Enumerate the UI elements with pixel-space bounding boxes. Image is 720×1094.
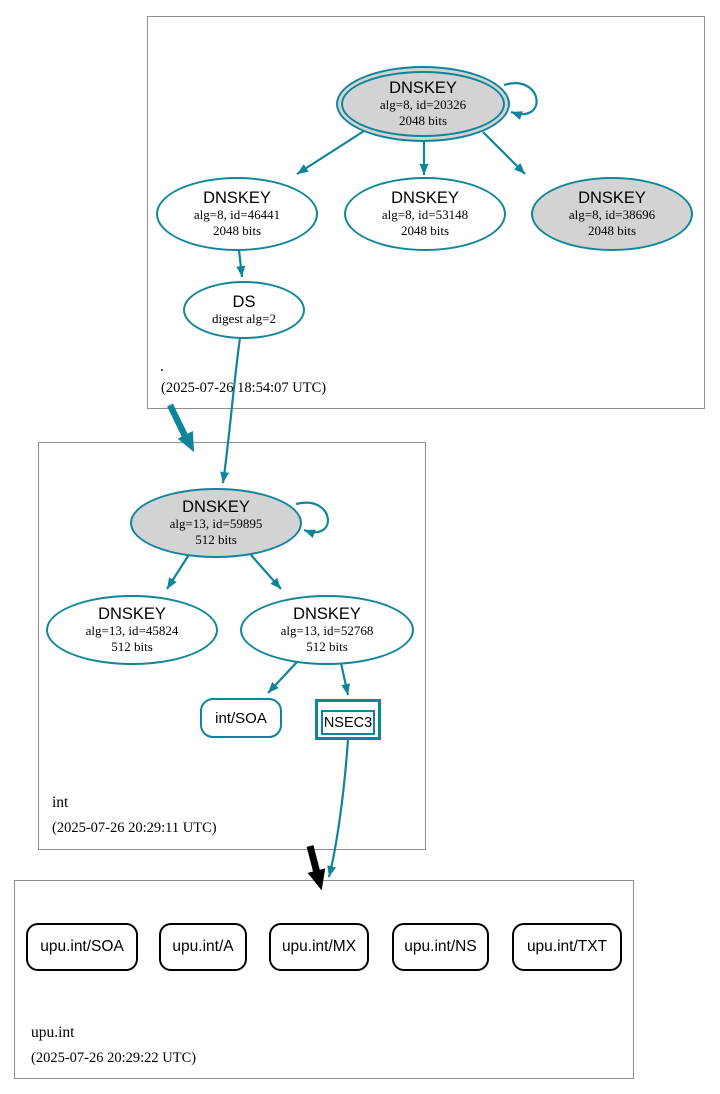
node-detail: 2048 bits xyxy=(587,222,637,238)
node-title: DNSKEY xyxy=(203,189,271,208)
zone-timestamp-root: (2025-07-26 18:54:07 UTC) xyxy=(161,380,327,396)
node-title: DNSKEY xyxy=(391,189,459,208)
node-upu-int-soa: upu.int/SOA xyxy=(26,923,138,971)
node-upu-int-a: upu.int/A xyxy=(159,923,247,971)
nsec3-label: NSEC3 xyxy=(321,710,375,735)
node-dnskey-45824: DNSKEY alg=13, id=45824 512 bits xyxy=(46,595,218,665)
node-detail: alg=8, id=46441 xyxy=(193,207,281,223)
node-detail: alg=13, id=52768 xyxy=(280,623,374,639)
node-title: DNSKEY xyxy=(578,189,646,208)
node-detail: 512 bits xyxy=(111,638,153,654)
node-detail: alg=8, id=53148 xyxy=(381,207,469,223)
node-title: DNSKEY xyxy=(293,605,361,624)
node-upu-int-mx: upu.int/MX xyxy=(269,923,369,971)
node-title: DNSKEY xyxy=(182,498,250,517)
zone-label-root: . xyxy=(160,358,164,375)
node-detail: 2048 bits xyxy=(212,222,262,238)
node-nsec3: NSEC3 xyxy=(315,699,381,740)
node-title: DNSKEY xyxy=(98,605,166,624)
zone-box-root xyxy=(147,16,705,409)
node-dnskey-59895: DNSKEY alg=13, id=59895 512 bits xyxy=(130,488,302,558)
node-detail: 2048 bits xyxy=(400,222,450,238)
edge-delegation-root-int xyxy=(167,403,188,438)
node-detail: 2048 bits xyxy=(398,112,448,128)
node-upu-int-ns: upu.int/NS xyxy=(392,923,489,971)
node-ds: DS digest alg=2 xyxy=(183,281,305,339)
zone-label-int: int xyxy=(52,794,69,811)
node-detail: alg=13, id=45824 xyxy=(85,623,179,639)
zone-label-upu-int: upu.int xyxy=(31,1024,75,1041)
zone-timestamp-upu-int: (2025-07-26 20:29:22 UTC) xyxy=(31,1050,197,1066)
node-dnskey-52768: DNSKEY alg=13, id=52768 512 bits xyxy=(240,595,414,665)
node-dnskey-53148: DNSKEY alg=8, id=53148 2048 bits xyxy=(344,177,506,251)
node-detail: alg=8, id=38696 xyxy=(568,207,656,223)
node-detail: alg=8, id=20326 xyxy=(379,97,467,113)
node-dnskey-38696: DNSKEY alg=8, id=38696 2048 bits xyxy=(531,177,693,251)
node-dnskey-20326: DNSKEY alg=8, id=20326 2048 bits xyxy=(336,66,510,142)
node-detail: 512 bits xyxy=(306,638,348,654)
node-int-soa: int/SOA xyxy=(200,698,282,738)
node-title: DS xyxy=(232,292,256,311)
node-detail: alg=13, id=59895 xyxy=(169,516,263,532)
zone-timestamp-int: (2025-07-26 20:29:11 UTC) xyxy=(52,820,217,836)
node-upu-int-txt: upu.int/TXT xyxy=(512,923,622,971)
node-title: DNSKEY xyxy=(389,79,457,98)
node-detail: 512 bits xyxy=(195,531,237,547)
node-detail: digest alg=2 xyxy=(211,310,277,326)
node-dnskey-46441: DNSKEY alg=8, id=46441 2048 bits xyxy=(156,177,318,251)
